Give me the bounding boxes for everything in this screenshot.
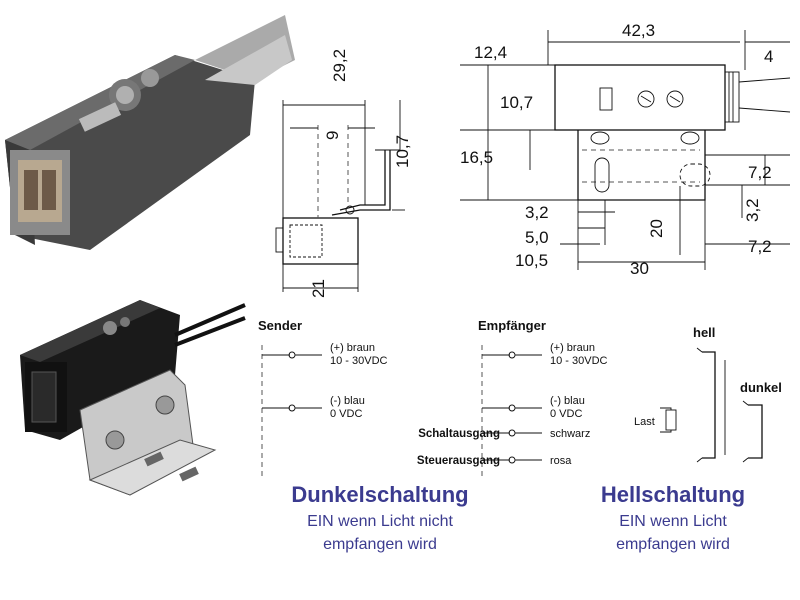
dim-12-4: 12,4 — [474, 43, 507, 62]
dark-mode-desc-1: EIN wenn Licht nicht — [307, 513, 453, 530]
receiver-wiring — [481, 345, 677, 480]
dim-10-5: 10,5 — [515, 251, 548, 270]
dim-5-0: 5,0 — [525, 228, 549, 247]
dim-10-7-side: 10,7 — [393, 135, 412, 168]
receiver-plus-label: (+) braun — [550, 342, 595, 354]
dim-20: 20 — [647, 219, 666, 238]
control-output-label: Steuerausgang — [417, 455, 500, 467]
light-mode-title: Hellschaltung — [601, 482, 745, 507]
light-mode-desc-1: EIN wenn Licht — [619, 513, 727, 530]
receiver-minus-voltage: 0 VDC — [550, 408, 582, 420]
dim-21: 21 — [309, 279, 328, 298]
sensor-photo-bracket — [20, 300, 246, 496]
sender-minus-label: (-) blau — [330, 395, 365, 407]
sender-plus-voltage: 10 - 30VDC — [330, 355, 388, 367]
receiver-plus-voltage: 10 - 30VDC — [550, 355, 608, 367]
dim-9: 9 — [323, 131, 342, 140]
receiver-title: Empfänger — [478, 318, 546, 333]
sender-title: Sender — [258, 318, 302, 333]
dim-7-2-lower: 7,2 — [748, 237, 772, 256]
sender-plus-label: (+) braun — [330, 342, 375, 354]
sender-wiring — [261, 345, 322, 480]
receiver-minus-label: (-) blau — [550, 395, 585, 407]
control-output-color: rosa — [550, 455, 572, 467]
side-view-drawing — [275, 100, 405, 292]
switch-output-label: Schaltausgang — [418, 428, 500, 440]
load-label: Last — [634, 416, 655, 428]
dim-3-2-left: 3,2 — [525, 203, 549, 222]
dim-4: 4 — [764, 47, 773, 66]
sender-minus-voltage: 0 VDC — [330, 408, 362, 420]
dim-7-2-upper: 7,2 — [748, 163, 772, 182]
dim-3-2-right: 3,2 — [743, 198, 762, 222]
front-view-drawing — [460, 30, 791, 270]
dim-42-3: 42,3 — [622, 21, 655, 40]
dim-29-2: 29,2 — [330, 49, 349, 82]
dark-mode-desc-2: empfangen wird — [323, 536, 437, 553]
state-hell: hell — [693, 325, 715, 340]
load-symbol — [665, 409, 677, 431]
state-dunkel: dunkel — [740, 380, 782, 395]
sensor-photo-top — [5, 15, 295, 250]
light-mode-desc-2: empfangen wird — [616, 536, 730, 553]
switch-state-diagram — [696, 347, 763, 463]
dark-mode-title: Dunkelschaltung — [291, 482, 468, 507]
switch-output-color: schwarz — [550, 428, 590, 440]
dim-30: 30 — [630, 259, 649, 278]
dim-16-5: 16,5 — [460, 148, 493, 167]
dim-10-7-front: 10,7 — [500, 93, 533, 112]
